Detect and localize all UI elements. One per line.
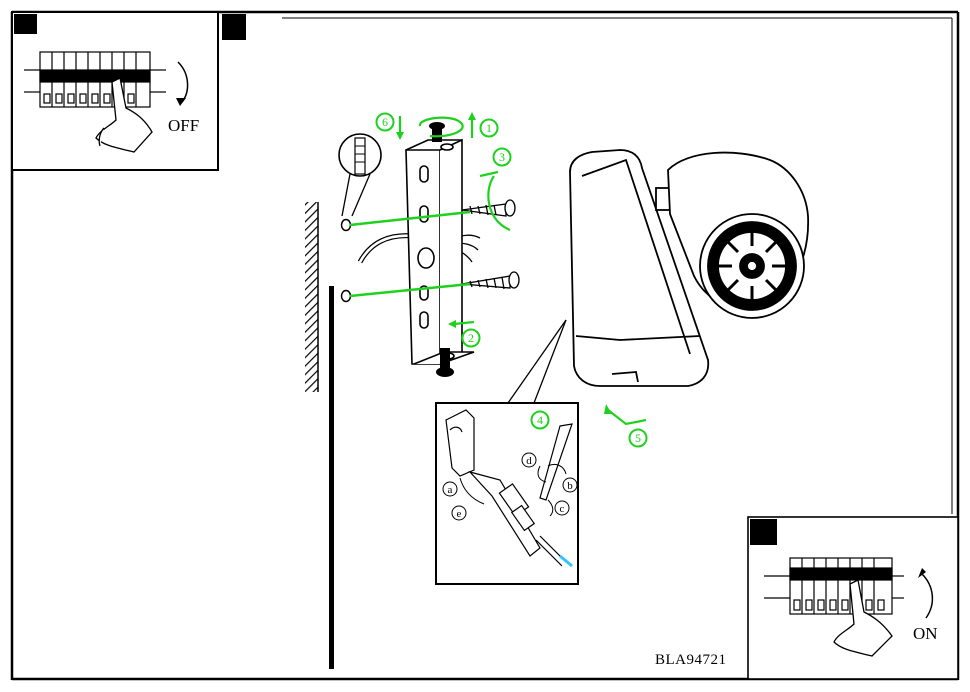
detail-marker-d: d <box>521 452 537 468</box>
svg-text:4: 4 <box>537 413 543 427</box>
step-tab-marker <box>222 14 246 40</box>
step-arrows <box>396 112 647 426</box>
mounting-bracket <box>405 138 475 365</box>
power-on-panel <box>747 516 959 680</box>
power-off-label: OFF <box>168 116 200 135</box>
svg-text:c: c <box>560 503 565 515</box>
wall <box>305 202 334 669</box>
alignment-lines <box>349 210 471 298</box>
wall-plug-detail <box>338 133 382 217</box>
power-on-label: ON <box>913 624 938 643</box>
svg-text:6: 6 <box>382 115 388 129</box>
step-marker-5: 5 <box>628 428 648 448</box>
detail-marker-c: c <box>554 500 570 516</box>
svg-text:2: 2 <box>468 331 474 345</box>
hand-pointer-icon <box>95 77 153 153</box>
wire-end-highlight <box>559 554 573 568</box>
svg-text:a: a <box>448 484 453 496</box>
hand-pointer-icon-on <box>833 579 893 657</box>
screw-upper <box>461 199 516 217</box>
spotlight-lamp <box>569 149 809 387</box>
product-code-label: BLA94721 <box>655 652 727 668</box>
step-marker-4: 4 <box>530 410 550 430</box>
step-marker-1: 1 <box>479 118 499 138</box>
svg-text:1: 1 <box>486 121 492 135</box>
detail-marker-b: b <box>562 477 578 493</box>
wiring-detail-panel <box>435 402 579 585</box>
power-off-panel <box>11 11 246 171</box>
circuit-breaker-icon <box>24 51 166 108</box>
vertical-ruler-bar <box>329 286 334 669</box>
svg-text:b: b <box>567 480 573 492</box>
detail-marker-a: a <box>442 481 458 497</box>
svg-text:5: 5 <box>635 431 641 445</box>
step-marker-3: 3 <box>492 147 512 167</box>
detail-leader-lines <box>507 319 567 404</box>
svg-text:3: 3 <box>499 150 505 164</box>
arrow-up-icon <box>921 573 934 619</box>
screw-lower <box>461 271 520 290</box>
panel-tab-marker <box>14 14 37 34</box>
panel-tab-marker-on <box>750 519 777 545</box>
detail-marker-e: e <box>451 505 467 521</box>
drill-hole-upper <box>340 218 352 232</box>
svg-text:e: e <box>457 508 462 520</box>
bracket-bottom-screw <box>436 348 454 377</box>
circuit-breaker-icon-on <box>764 557 904 615</box>
svg-text:d: d <box>526 455 532 467</box>
step-marker-6: 6 <box>375 112 395 132</box>
step-marker-2: 2 <box>461 328 481 348</box>
bracket-top-screw <box>429 122 445 142</box>
drill-hole-lower <box>340 289 352 303</box>
